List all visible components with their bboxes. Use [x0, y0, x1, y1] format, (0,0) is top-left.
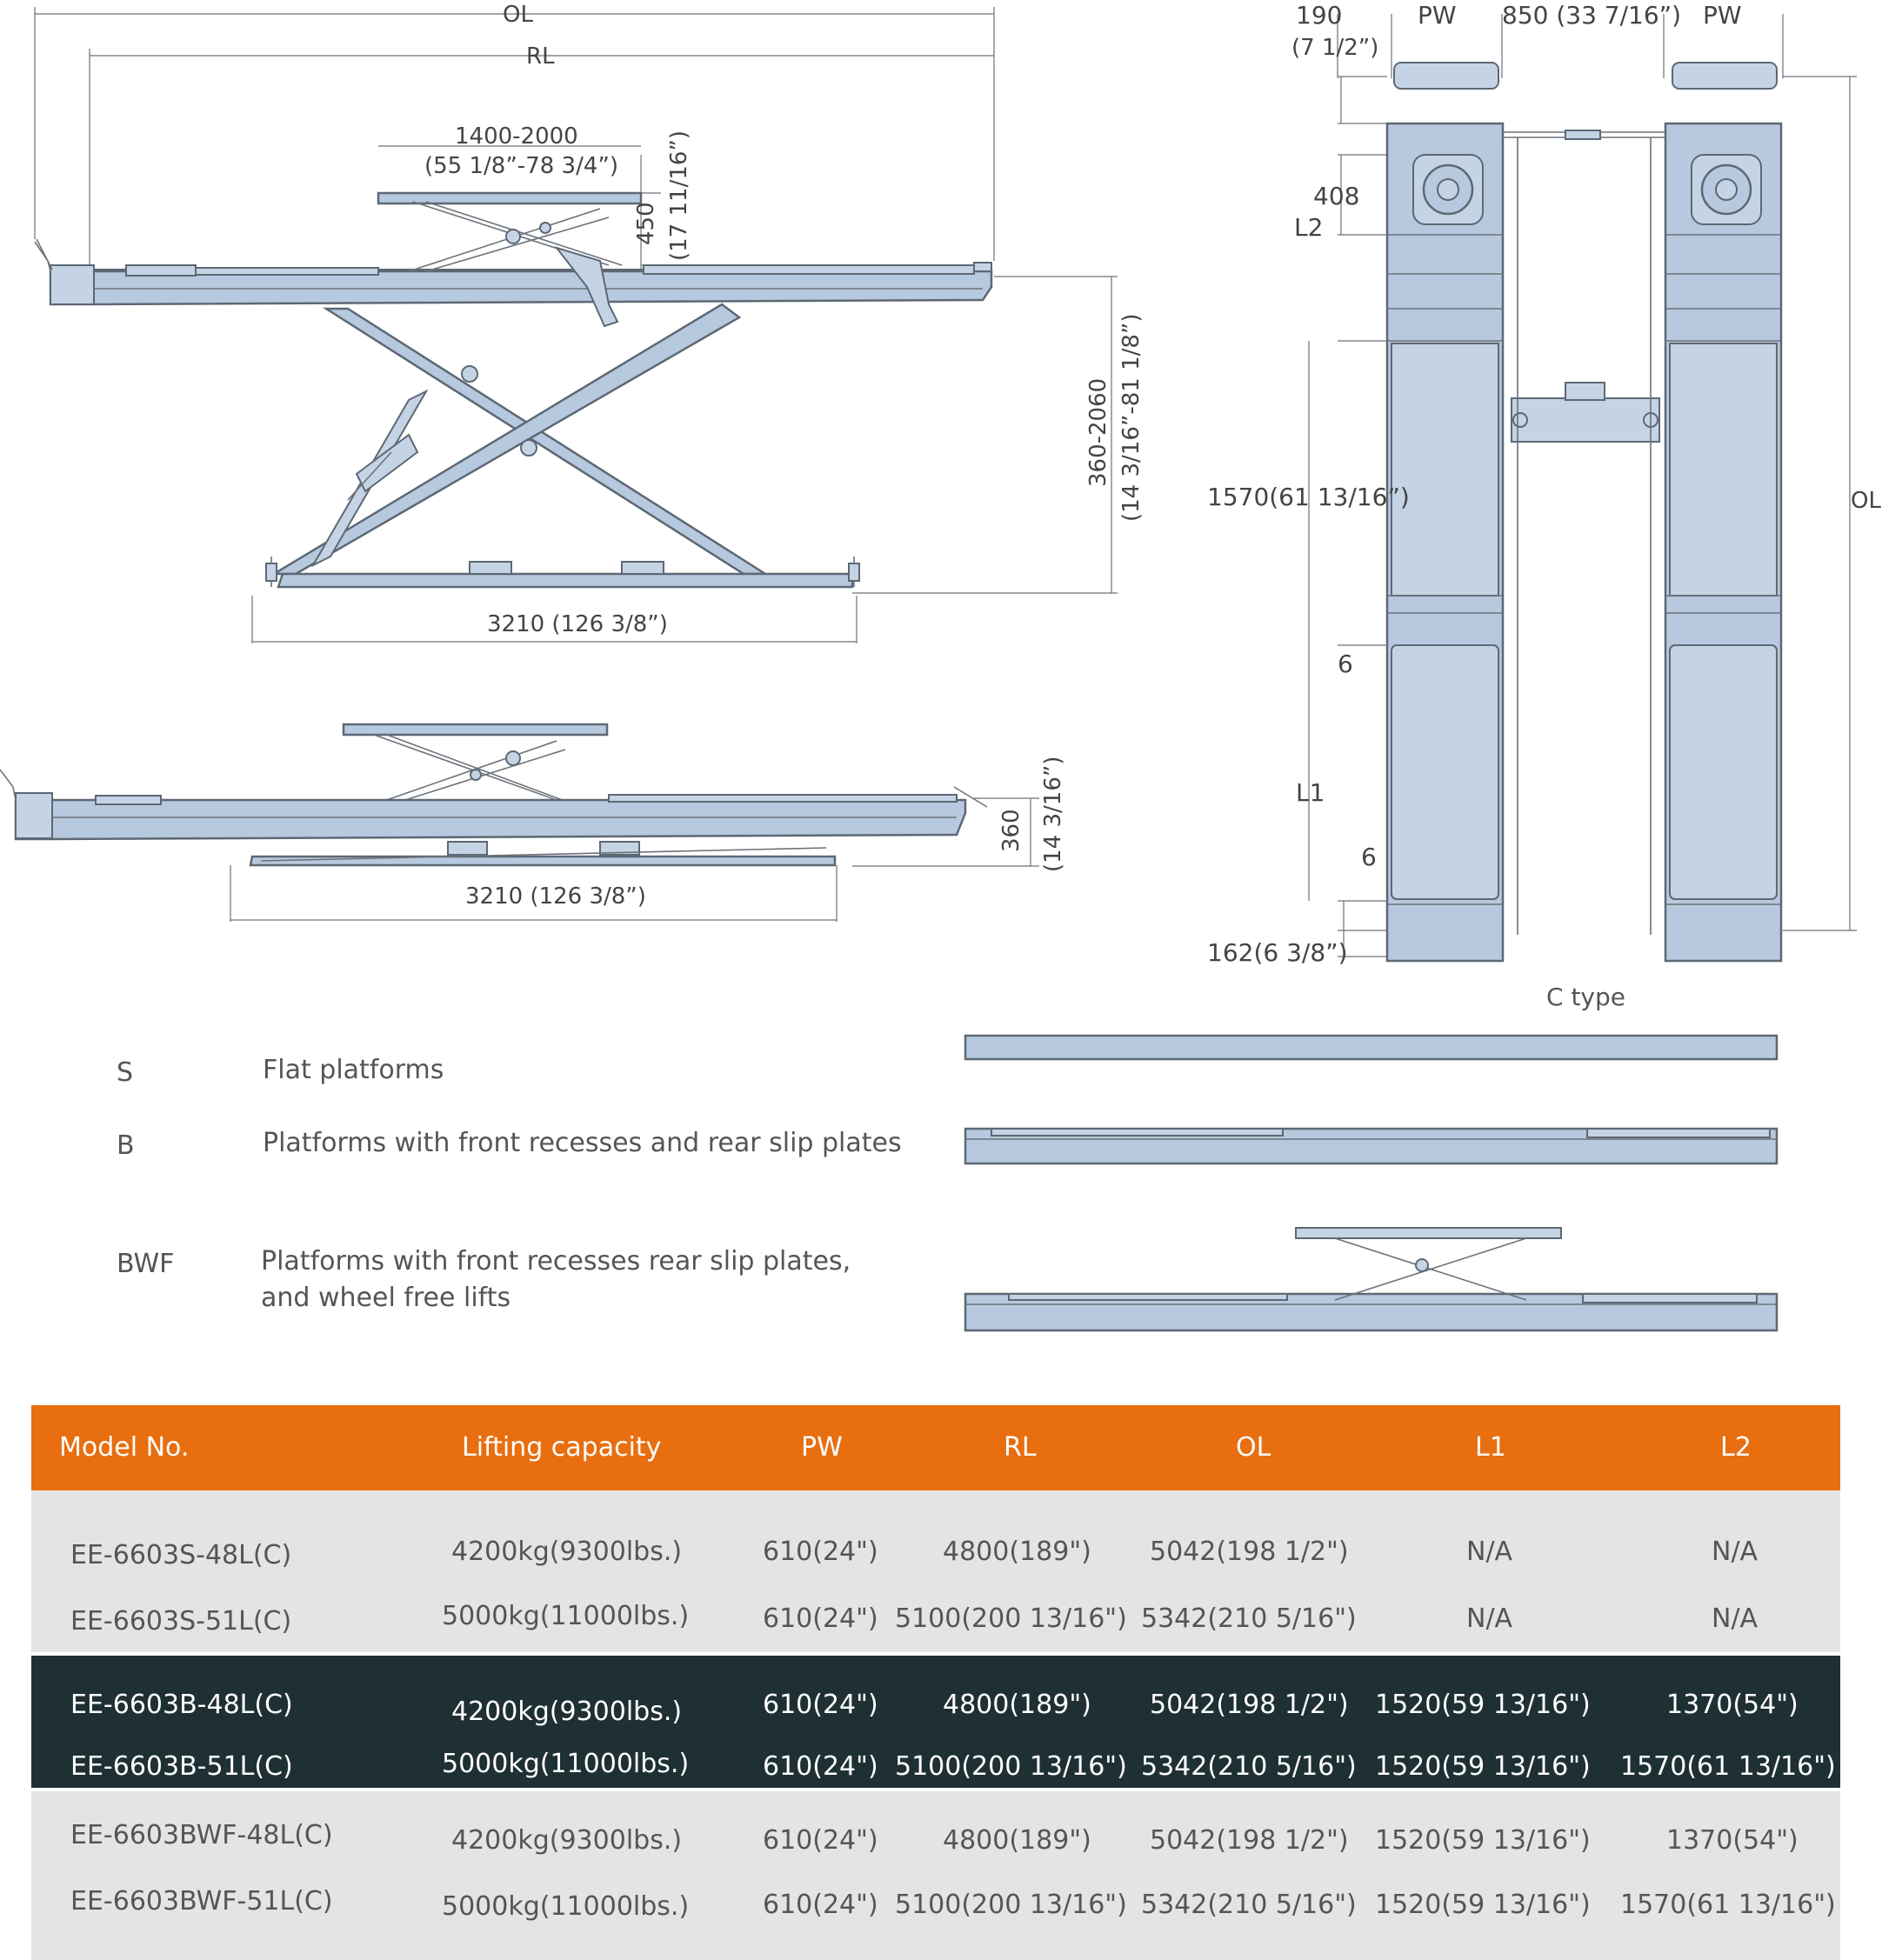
dim-deck-height: 450	[633, 202, 659, 245]
header-ol: OL	[1236, 1432, 1271, 1463]
dim-1570: 1570(61 13/16”)	[1207, 483, 1410, 511]
dim-pw-right: PW	[1703, 1, 1742, 30]
cell-capacity: 4200kg(9300lbs.)	[451, 1537, 683, 1567]
top-view	[1308, 14, 1857, 963]
cell-pw: 610(24")	[763, 1890, 878, 1920]
header-capacity: Lifting capacity	[462, 1432, 662, 1463]
cell-model: EE-6603BWF-48L(C)	[70, 1820, 333, 1850]
cell-ol: 5042(198 1/2")	[1150, 1537, 1349, 1567]
cell-model: EE-6603S-48L(C)	[70, 1540, 292, 1570]
cell-model: EE-6603BWF-51L(C)	[70, 1886, 333, 1917]
dim-deck-height-in: (17 11/16”)	[666, 130, 692, 261]
cell-model: EE-6603B-48L(C)	[70, 1690, 293, 1720]
dim-l2: L2	[1294, 213, 1324, 242]
cell-l2: 1570(61 13/16")	[1620, 1890, 1836, 1920]
cell-rl: 4800(189")	[943, 1690, 1091, 1720]
dim-deck-range-in: (55 1/8”-78 3/4”)	[424, 153, 618, 179]
variant-code-b: B	[117, 1130, 135, 1161]
side-view-lowered	[0, 723, 1039, 922]
header-model: Model No.	[59, 1432, 190, 1463]
dim-lift-range: 360-2060	[1085, 377, 1111, 487]
cell-rl: 4800(189")	[943, 1537, 1091, 1567]
variant-desc-b: Platforms with front recesses and rear s…	[263, 1125, 902, 1162]
dim-l1: L1	[1296, 778, 1325, 807]
cell-model: EE-6603B-51L(C)	[70, 1751, 293, 1782]
cell-l1: 1520(59 13/16")	[1375, 1751, 1591, 1782]
variant-desc-b-line: Platforms with front recesses and rear s…	[263, 1128, 902, 1158]
cell-l1: N/A	[1466, 1603, 1513, 1634]
cell-ol: 5042(198 1/2")	[1150, 1690, 1349, 1720]
table-header: Model No. Lifting capacity PW RL OL L1 L…	[31, 1405, 1840, 1490]
cell-l1: 1520(59 13/16")	[1375, 1825, 1591, 1856]
c-type-label: C type	[1546, 983, 1625, 1011]
header-l1: L1	[1475, 1432, 1506, 1463]
cell-ol: 5042(198 1/2")	[1150, 1825, 1349, 1856]
variant-desc-bwf-line-1: Platforms with front recesses rear slip …	[261, 1246, 851, 1277]
cell-l1: 1520(59 13/16")	[1375, 1690, 1591, 1720]
variant-code-bwf: BWF	[117, 1249, 175, 1279]
cell-pw: 610(24")	[763, 1690, 878, 1720]
cell-pw: 610(24")	[763, 1537, 878, 1567]
dim-ol: OL	[503, 2, 533, 28]
dim-6-bottom: 6	[1361, 843, 1377, 871]
header-rl: RL	[1004, 1432, 1037, 1463]
cell-ol: 5342(210 5/16")	[1141, 1603, 1357, 1634]
dim-6-top: 6	[1338, 650, 1353, 678]
cell-l2: 1370(54")	[1666, 1825, 1799, 1856]
dim-rl: RL	[526, 43, 555, 70]
variant-desc-s: Flat platforms	[263, 1052, 444, 1089]
cell-pw: 610(24")	[763, 1825, 878, 1856]
cell-pw: 610(24")	[763, 1603, 878, 1634]
dim-408: 408	[1313, 182, 1360, 210]
cell-rl: 5100(200 13/16")	[895, 1890, 1127, 1920]
table-group-s: EE-6603S-48L(C) 4200kg(9300lbs.) 610(24"…	[31, 1490, 1840, 1652]
dim-low-height-in: (14 3/16”)	[1040, 756, 1066, 873]
dim-190-in: (7 1/2”)	[1291, 35, 1379, 61]
cell-model: EE-6603S-51L(C)	[70, 1606, 292, 1637]
variant-profiles	[964, 1034, 1779, 1332]
variant-desc-bwf: Platforms with front recesses rear slip …	[261, 1243, 851, 1317]
side-view-raised	[34, 7, 1118, 643]
cell-l2: 1570(61 13/16")	[1620, 1751, 1836, 1782]
cell-capacity: 5000kg(11000lbs.)	[442, 1601, 690, 1631]
variant-desc-s-line: Flat platforms	[263, 1055, 444, 1085]
cell-rl: 5100(200 13/16")	[895, 1751, 1127, 1782]
cell-l2: N/A	[1712, 1537, 1759, 1567]
dim-ol-side: OL	[1851, 488, 1881, 514]
header-pw: PW	[801, 1432, 843, 1463]
dim-deck-range: 1400-2000	[455, 123, 578, 150]
cell-ol: 5342(210 5/16")	[1141, 1751, 1357, 1782]
table-group-b: EE-6603B-48L(C) 4200kg(9300lbs.) 610(24"…	[31, 1656, 1840, 1788]
cell-l1: 1520(59 13/16")	[1375, 1890, 1591, 1920]
cell-l2: 1370(54")	[1666, 1690, 1799, 1720]
cell-capacity: 5000kg(11000lbs.)	[442, 1891, 690, 1922]
cell-pw: 610(24")	[763, 1751, 878, 1782]
cell-rl: 4800(189")	[943, 1825, 1091, 1856]
cell-capacity: 5000kg(11000lbs.)	[442, 1749, 690, 1779]
dim-low-height: 360	[998, 809, 1024, 852]
cell-l2: N/A	[1712, 1603, 1759, 1634]
table-group-bwf: EE-6603BWF-48L(C) 4200kg(9300lbs.) 610(2…	[31, 1791, 1840, 1960]
dim-gap: 850 (33 7/16”)	[1502, 1, 1682, 30]
header-l2: L2	[1720, 1432, 1752, 1463]
dim-lift-range-in: (14 3/16”-81 1/8”)	[1118, 313, 1145, 522]
cell-l1: N/A	[1466, 1537, 1513, 1567]
dim-162: 162(6 3/8”)	[1207, 938, 1348, 967]
dim-base-length: 3210 (126 3/8”)	[487, 611, 668, 637]
dim-190: 190	[1296, 1, 1343, 30]
cell-capacity: 4200kg(9300lbs.)	[451, 1825, 683, 1856]
dim-pw-left: PW	[1418, 1, 1457, 30]
variant-desc-bwf-line-2: and wheel free lifts	[261, 1283, 511, 1313]
dim-base-length-lowered: 3210 (126 3/8”)	[465, 883, 646, 910]
cell-ol: 5342(210 5/16")	[1141, 1890, 1357, 1920]
cell-capacity: 4200kg(9300lbs.)	[451, 1697, 683, 1727]
variant-code-s: S	[117, 1057, 134, 1088]
cell-rl: 5100(200 13/16")	[895, 1603, 1127, 1634]
technical-drawings	[0, 7, 1857, 1332]
